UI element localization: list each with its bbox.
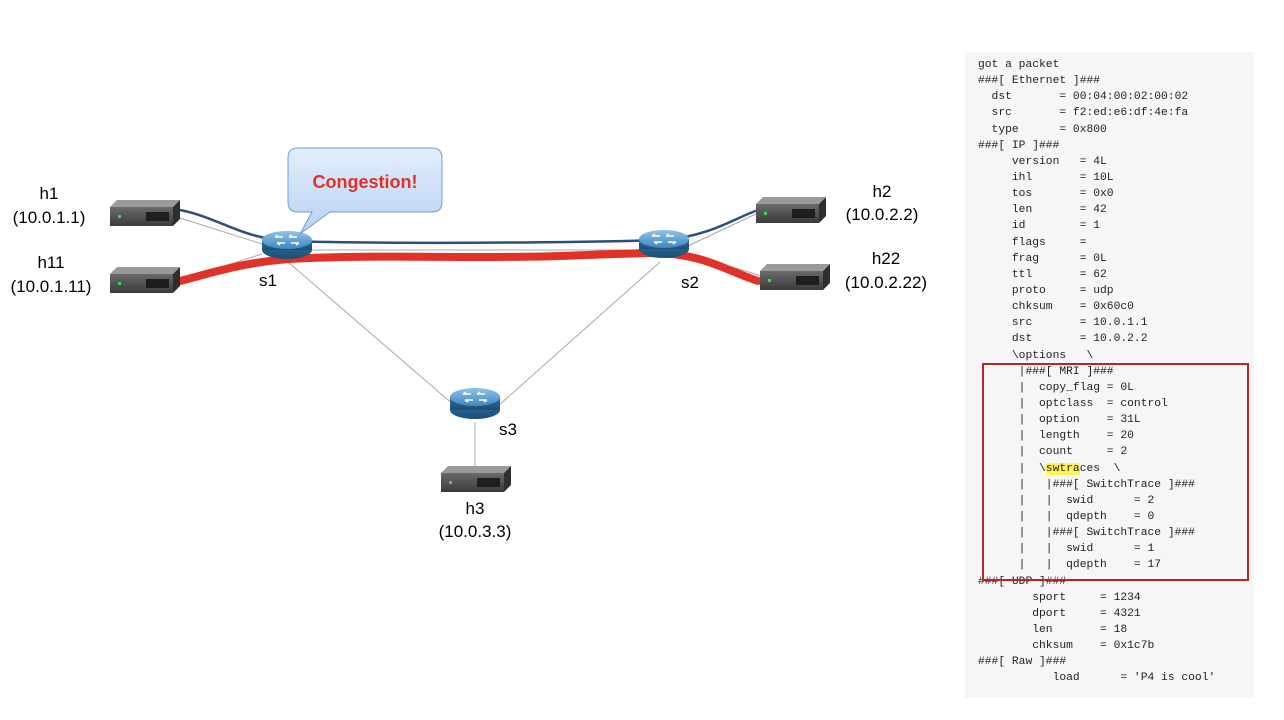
packet-dump-line: | option = 31L [978,414,1141,427]
line-suffix: ces \ [1079,462,1121,475]
host-h11-ip: (10.0.1.11) [11,277,92,296]
switch-s3-icon [450,388,500,419]
packet-dump-line: ###[ IP ]### [978,139,1060,152]
switch-s2-label: s2 [681,273,699,292]
host-h1-icon [110,200,180,226]
packet-dump-line: len = 18 [978,623,1128,636]
packet-dump-line: ###[ Raw ]### [978,656,1067,669]
packet-dump-line: src = f2:ed:e6:df:4e:fa [978,107,1189,120]
packet-dump-line: chksum = 0x60c0 [978,301,1134,314]
host-h1-ip: (10.0.1.1) [13,208,86,227]
link-s2-h2 [687,211,761,247]
callout-text: Congestion! [313,172,418,192]
host-h11-icon [110,267,180,293]
switch-s1-icon [262,231,312,259]
packet-dump-line: proto = udp [978,284,1114,297]
host-h2-icon [756,197,826,223]
link-h1-s1 [179,217,263,245]
host-h1-name: h1 [40,184,59,203]
link-s2-s3 [497,261,661,407]
switch-s2-icon [639,230,689,258]
flow-path-h11-h22 [176,249,762,285]
packet-dump-line: tos = 0x0 [978,188,1114,201]
link-s1-s3 [287,261,456,407]
packet-dump-line: |###[ MRI ]### [978,365,1114,378]
packet-dump-line: | length = 20 [978,430,1134,443]
packet-dump-line: \options \ [978,349,1094,362]
packet-dump-line: | | qdepth = 0 [978,510,1155,523]
packet-dump-line: | |###[ SwitchTrace ]### [978,527,1195,540]
packet-dump-line: | optclass = control [978,397,1168,410]
packet-dump-line: dport = 4321 [978,607,1141,620]
packet-dump-line: ihl = 10L [978,171,1114,184]
host-h11-name: h11 [37,253,64,272]
packet-dump-line: ttl = 62 [978,268,1107,281]
packet-dump-line: | |###[ SwitchTrace ]### [978,478,1195,491]
packet-dump-line: | | swid = 1 [978,543,1155,556]
packet-dump-line: | copy_flag = 0L [978,381,1134,394]
packet-dump-line: src = 10.0.1.1 [978,317,1148,330]
packet-dump-line: load = 'P4 is cool' [978,672,1216,685]
host-h3-icon [441,466,511,492]
packet-dump-line: ###[ UDP ]### [978,575,1067,588]
host-h2-ip: (10.0.2.2) [846,205,919,224]
packet-dump-line: got a packet [978,59,1060,71]
packet-dump-line: | | qdepth = 17 [978,559,1162,572]
packet-dump-panel: got a packet ###[ Ethernet ]### dst = 00:… [965,52,1254,698]
switch-s3-label: s3 [499,420,517,439]
host-h2-name: h2 [873,182,892,201]
congestion-callout: Congestion! [287,147,443,235]
packet-dump-line: dst = 10.0.2.2 [978,333,1148,346]
line-prefix: | \ [978,462,1046,475]
switch-s1-label: s1 [259,271,277,290]
host-h22-ip: (10.0.2.22) [845,273,927,292]
packet-dump-line: | \swtraces \ [978,461,1254,477]
packet-dump-line: type = 0x800 [978,123,1107,136]
packet-dump-line: dst = 00:04:00:02:00:02 [978,91,1189,104]
packet-dump-line: len = 42 [978,204,1107,217]
host-h22-icon [760,264,830,290]
host-h22-name: h22 [872,249,900,268]
packet-dump-line: chksum = 0x1c7b [978,640,1155,653]
host-h3-name: h3 [466,499,485,518]
packet-dump-line: id = 1 [978,220,1101,233]
packet-dump-line: flags = [978,236,1094,249]
mri-header-highlight-box [982,363,1249,581]
flow-path-h1-h2 [179,208,759,245]
host-h3-ip: (10.0.3.3) [439,522,512,541]
packet-dump-line: sport = 1234 [978,591,1141,604]
packet-dump-line: | | swid = 2 [978,494,1155,507]
packet-dump-line: frag = 0L [978,252,1107,265]
packet-dump-line: version = 4L [978,155,1107,168]
packet-dump-line: | count = 2 [978,446,1128,459]
network-topology-diagram: Congestion! s1 s2 s3 h1 (10.0.1.1) h11 (… [11,147,927,541]
packet-dump-line: ###[ Ethernet ]### [978,75,1101,88]
search-highlight: swtra [1045,462,1080,475]
